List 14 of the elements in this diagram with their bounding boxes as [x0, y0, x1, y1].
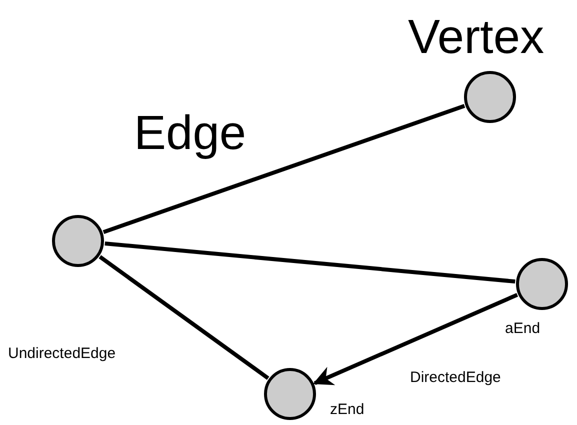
vertex-circle	[52, 215, 104, 267]
edge-line	[98, 255, 270, 380]
edge-line	[104, 242, 516, 284]
vertex-circle	[516, 258, 568, 310]
vertex-circle	[464, 71, 516, 123]
vertex-label: Vertex	[408, 14, 544, 62]
vertex-label: zEnd	[330, 402, 364, 417]
vertex-label: aEnd	[505, 321, 540, 336]
edge-label: Edge	[134, 110, 246, 158]
arrow	[312, 292, 518, 386]
edge-label: UndirectedEdge	[8, 346, 116, 361]
vertex-circle	[264, 368, 316, 420]
edge-line	[102, 104, 466, 234]
edge-label: DirectedEdge	[410, 370, 501, 385]
